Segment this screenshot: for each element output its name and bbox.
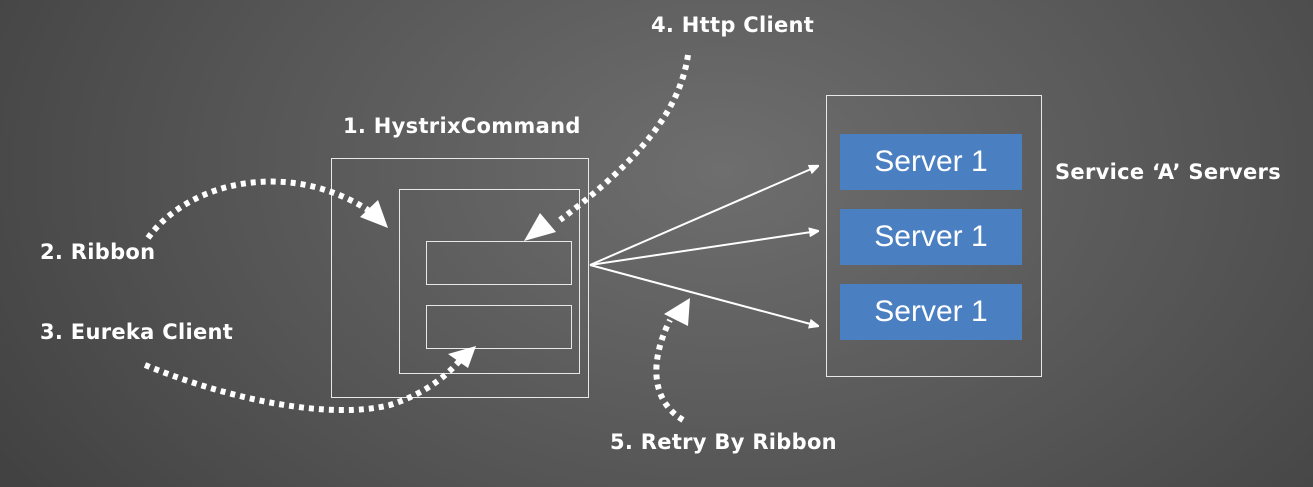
hystrix-command-box [331,158,589,398]
server-box: Server 1 [840,284,1022,340]
server-box: Server 1 [840,134,1022,190]
retry-by-ribbon-label: 5. Retry By Ribbon [610,430,837,454]
eureka-client-label: 3. Eureka Client [40,320,234,344]
service-servers-box [826,95,1042,377]
http-client-slot [426,241,572,285]
ribbon-dotted-arrow [145,178,370,240]
eureka-arrowhead [448,346,476,368]
http-client-dotted-arrow [558,54,691,223]
arrow-to-server-2 [589,231,818,266]
request-fanout-arrows [589,166,818,326]
arrow-to-server-1 [589,166,818,266]
eureka-dotted-arrow [143,356,465,413]
http-client-label: 4. Http Client [651,13,815,37]
http-client-arrowhead [524,213,556,241]
server-box: Server 1 [840,209,1022,265]
arrow-to-server-3 [589,264,818,326]
retry-dotted-arrow [653,318,685,423]
hystrix-command-label: 1. HystrixCommand [343,114,581,138]
service-a-servers-label: Service ‘A’ Servers [1055,160,1282,184]
ribbon-arrowhead [360,200,388,228]
inner-command-box [399,189,580,374]
ribbon-label: 2. Ribbon [40,240,156,264]
retry-arrowhead [664,298,690,326]
eureka-client-slot [426,305,572,349]
